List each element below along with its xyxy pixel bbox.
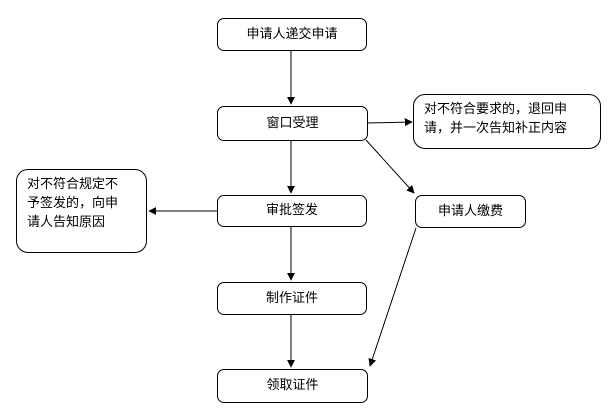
return-note-line-1: 对不符合要求的，退回申 xyxy=(424,102,568,117)
approve-step-box: 审批签发 xyxy=(217,195,367,227)
reject-note-line-2: 予签发的，向申 xyxy=(27,196,119,211)
reject-issue-note: 对不符合规定不 予签发的，向申 请人告知原因 xyxy=(16,169,147,253)
accept-step-box: 窗口受理 xyxy=(217,106,368,141)
apply-step-label: 申请人递交申请 xyxy=(246,26,338,42)
receive-certificate-step-label: 领取证件 xyxy=(266,378,319,393)
reject-note-line-1: 对不符合规定不 xyxy=(27,177,119,192)
arrow-accept-to-pay xyxy=(365,139,415,194)
make-certificate-step-label: 制作证件 xyxy=(265,290,318,306)
reject-note-line-3: 请人告知原因 xyxy=(27,215,106,230)
return-application-note: 对不符合要求的，退回申 请，并一次告知补正内容 xyxy=(413,94,601,149)
arrow-pay-to-receive xyxy=(368,227,417,367)
payment-step-box: 申请人缴费 xyxy=(415,195,526,228)
make-certificate-step-box: 制作证件 xyxy=(217,282,367,315)
receive-certificate-step-box: 领取证件 xyxy=(217,369,368,403)
apply-step-box: 申请人递交申请 xyxy=(217,18,367,51)
arrow-accept-to-return-note xyxy=(367,118,413,127)
approve-step-label: 审批签发 xyxy=(265,203,318,218)
return-note-line-2: 请，并一次告知补正内容 xyxy=(424,121,568,136)
payment-step-label: 申请人缴费 xyxy=(437,203,503,219)
accept-step-label: 窗口受理 xyxy=(266,115,319,131)
